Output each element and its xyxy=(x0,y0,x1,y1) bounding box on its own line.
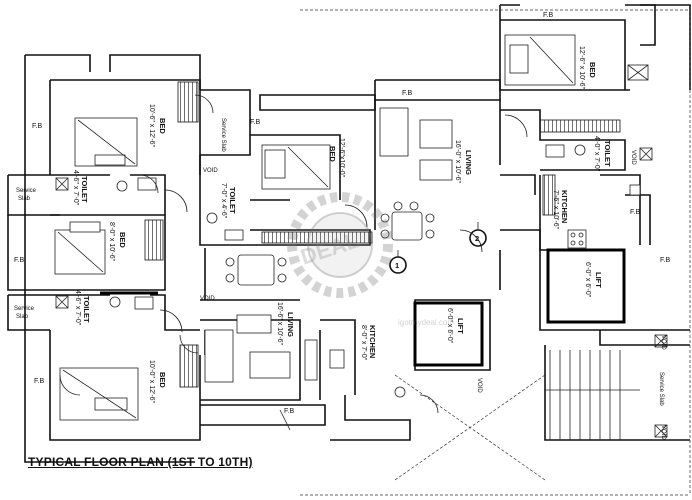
doors xyxy=(59,94,528,431)
room-name-bed-center: BED xyxy=(328,146,337,162)
void-label: VOID xyxy=(476,378,482,393)
room-size-bed-center: 12'-6"x10'-0" xyxy=(338,138,345,178)
room-size-kitchen-right: 7'-6" x 10'-6" xyxy=(552,190,559,230)
room-name-toilet-center: TOILET xyxy=(228,187,237,214)
service-slab-label: Service Slab xyxy=(658,372,664,406)
room-name-living-top: LIVING xyxy=(464,150,473,175)
fb-label: F.B xyxy=(34,378,44,385)
service-slab-label: Service xyxy=(16,188,37,194)
watermark-gear xyxy=(287,192,393,298)
room-size-lift-right: 6'-0" x 6'-0" xyxy=(584,262,591,298)
room-size-bed-top-right: 12'-6" x 10'-6" xyxy=(578,46,585,90)
room-size-toilet-center: 7'-0" x 4'-6" xyxy=(220,183,227,219)
room-size-bed-bottom-left: 10'-0" x 12'-6" xyxy=(148,360,155,404)
room-name-living-bottom: LIVING xyxy=(286,312,295,337)
lift-shaft-right xyxy=(546,248,626,324)
watermark-gear-inner xyxy=(307,212,373,278)
fb-label: F.B xyxy=(284,408,294,415)
room-name-bed-mid-left: BED xyxy=(118,232,127,248)
fb-label: F.B xyxy=(32,123,42,130)
wardrobes xyxy=(144,81,621,388)
room-size-toilet-right: 4'-0" x 7'-0" xyxy=(593,136,600,172)
void-label: VOID xyxy=(203,168,218,174)
room-name-bed-top-left: BED xyxy=(158,118,167,134)
fb-label: F.B xyxy=(402,90,412,97)
room-size-lift-center: 6'-0" x 6'-0" xyxy=(446,308,453,344)
watermark-site: igotmydeal.com xyxy=(398,318,455,327)
lift-shaft-center xyxy=(413,301,484,367)
room-name-bed-bottom-left: BED xyxy=(158,372,167,388)
room-size-living-bottom: 16'-6" x 10'-6" xyxy=(276,302,283,346)
room-size-living-top: 16'-0" x 10'-6" xyxy=(454,140,461,184)
room-name-kitchen-right: KITCHEN xyxy=(560,190,569,223)
furniture xyxy=(54,34,641,421)
service-slab-label: Service Slab xyxy=(220,118,226,152)
void-label: VOID xyxy=(660,335,666,350)
fb-label: F.B xyxy=(250,119,260,126)
void-markers xyxy=(55,64,668,438)
void-label: VOID xyxy=(660,425,666,440)
void-label: VOID xyxy=(200,296,215,302)
room-name-bed-top-right: BED xyxy=(588,62,597,78)
flat-marker-1-label: 1 xyxy=(395,261,399,270)
fb-label: F.B xyxy=(14,257,24,264)
room-size-toilet-left-top: 4'-6" x 7'-0" xyxy=(72,170,79,206)
room-labels: BED 10'-6" x 12'-6" BED 8'-0" x 10'-6" B… xyxy=(14,12,670,440)
plan-caption: TYPICAL FLOOR PLAN (1ST TO 10TH) xyxy=(28,455,253,469)
room-name-kitchen-bottom: KITCHEN xyxy=(368,325,377,358)
fb-label: F.B xyxy=(543,12,553,19)
room-size-bed-top-left: 10'-6" x 12'-6" xyxy=(148,104,155,148)
service-slab-label: Slab xyxy=(16,314,29,320)
service-slab-label: Slab xyxy=(18,196,31,202)
room-name-lift-right: LIFT xyxy=(594,272,603,288)
staircase xyxy=(300,9,691,496)
outer-walls xyxy=(7,4,691,463)
room-name-toilet-left-top: TOILET xyxy=(80,176,89,203)
room-name-toilet-right: TOILET xyxy=(603,140,612,167)
room-name-toilet-left-bottom: TOILET xyxy=(82,296,91,323)
room-size-toilet-left-bottom: 4'-6" x 7'-0" xyxy=(74,290,81,326)
void-label: VOID xyxy=(630,150,636,165)
room-size-bed-mid-left: 8'-0" x 10'-6" xyxy=(108,222,115,262)
fb-label: F.B xyxy=(660,257,670,264)
room-name-lift-center: LIFT xyxy=(456,318,465,334)
fb-label: F.B xyxy=(630,209,640,216)
service-slab-label: Service xyxy=(14,306,35,312)
room-size-kitchen-bottom: 8'-0" x 7'-0" xyxy=(360,325,367,361)
flat-marker-2-label: 2 xyxy=(475,234,479,243)
